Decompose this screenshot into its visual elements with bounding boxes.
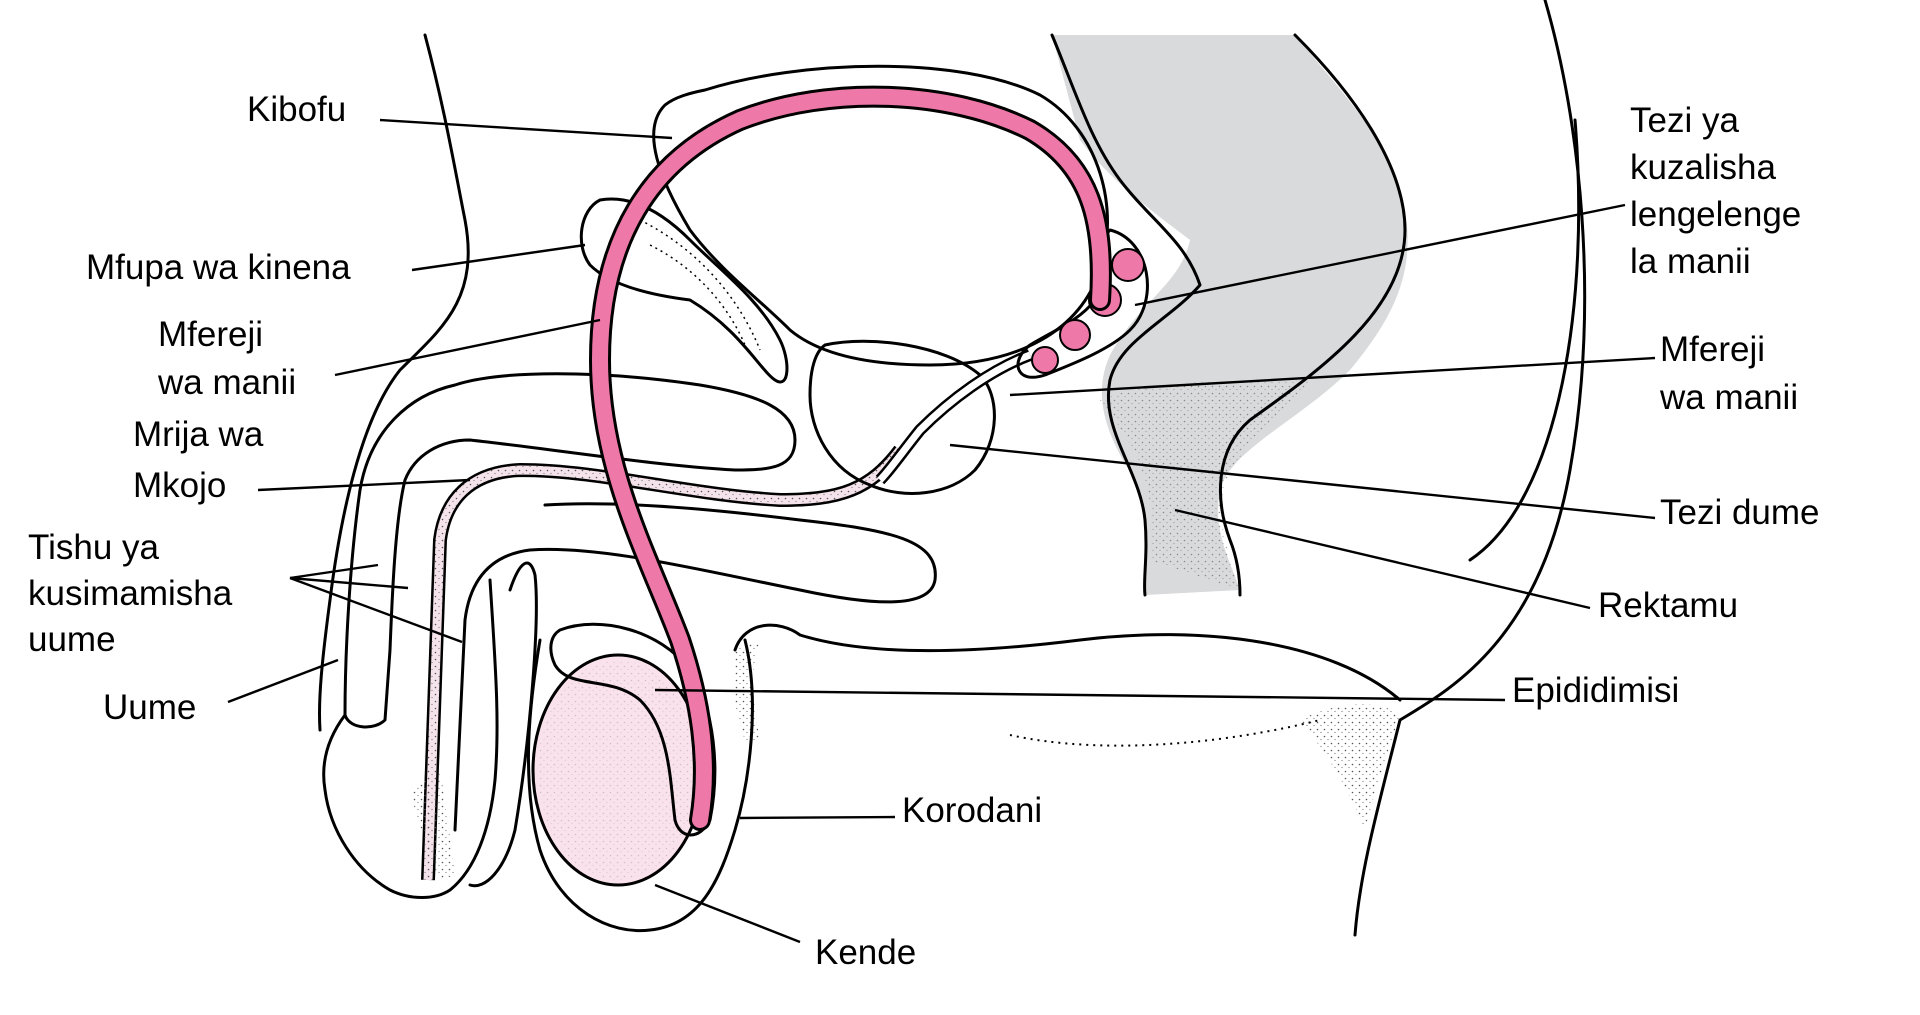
rectum-stipple bbox=[1100, 380, 1310, 590]
label-mfereji-right-line1: Mfereji bbox=[1660, 330, 1766, 369]
label-kibofu: Kibofu bbox=[247, 90, 347, 129]
scrotum-outline bbox=[526, 638, 754, 933]
seminal-vesicle-lobe-4 bbox=[1031, 346, 1059, 374]
pubic-bone-shape bbox=[579, 197, 789, 384]
vas-deferens-inner bbox=[591, 88, 1109, 828]
body-outline-back bbox=[1353, 0, 1587, 937]
pubic-bone-detail bbox=[639, 219, 761, 351]
label-tishu-line1: Tishu ya bbox=[28, 528, 159, 567]
urethra-inner-stipple bbox=[423, 447, 904, 881]
rectum-outline bbox=[1050, 33, 1202, 597]
testis-stipple bbox=[538, 660, 698, 880]
seminal-vesicle-lobe-1 bbox=[1111, 248, 1145, 282]
ejaculatory-duct bbox=[875, 349, 1033, 485]
label-tishu-line3: uume bbox=[28, 620, 116, 659]
label-mfereji-right-line2: wa manii bbox=[1660, 378, 1799, 417]
ejaculatory-duct-inner bbox=[877, 351, 1032, 483]
label-tezi-dume: Tezi dume bbox=[1660, 493, 1820, 532]
penis-outline bbox=[322, 578, 499, 899]
penis-foreskin bbox=[468, 561, 538, 888]
bladder-shape bbox=[652, 64, 1109, 367]
buttock-shade bbox=[1300, 704, 1400, 830]
label-rektamu: Rektamu bbox=[1598, 586, 1739, 625]
label-mfupa-wa-kinena: Mfupa wa kinena bbox=[86, 248, 351, 287]
label-mfereji-left-line2: wa manii bbox=[158, 363, 297, 402]
seminal-vesicle-lobe-3 bbox=[1059, 319, 1091, 351]
leader-lines bbox=[227, 118, 1656, 944]
body-outline-front bbox=[317, 33, 470, 732]
label-korodani: Korodani bbox=[902, 791, 1043, 830]
label-mrija-line2: Mkojo bbox=[133, 466, 227, 505]
prostate-shape bbox=[808, 339, 996, 495]
label-uume: Uume bbox=[103, 688, 197, 727]
perineum-outline bbox=[733, 623, 1402, 702]
label-epididimisi: Epididimisi bbox=[1512, 671, 1680, 710]
label-tezi-ya-line1: Tezi ya bbox=[1630, 101, 1739, 140]
label-tishu-line2: kusimamisha bbox=[28, 574, 233, 613]
label-tezi-ya-line2: kuzalisha bbox=[1630, 148, 1776, 187]
label-tezi-ya-line4: la manii bbox=[1630, 242, 1751, 281]
label-mrija-line1: Mrija wa bbox=[133, 415, 264, 454]
label-tezi-ya-line3: lengelenge bbox=[1630, 195, 1802, 234]
label-mfereji-left-line1: Mfereji bbox=[158, 315, 264, 354]
label-kende: Kende bbox=[815, 933, 917, 972]
thigh-line bbox=[1009, 719, 1321, 747]
lower-erectile-outline bbox=[453, 502, 937, 832]
body-outline-back-inner bbox=[1468, 118, 1581, 562]
glans-stipple bbox=[410, 770, 455, 880]
rectum-outline-back bbox=[1219, 33, 1407, 597]
